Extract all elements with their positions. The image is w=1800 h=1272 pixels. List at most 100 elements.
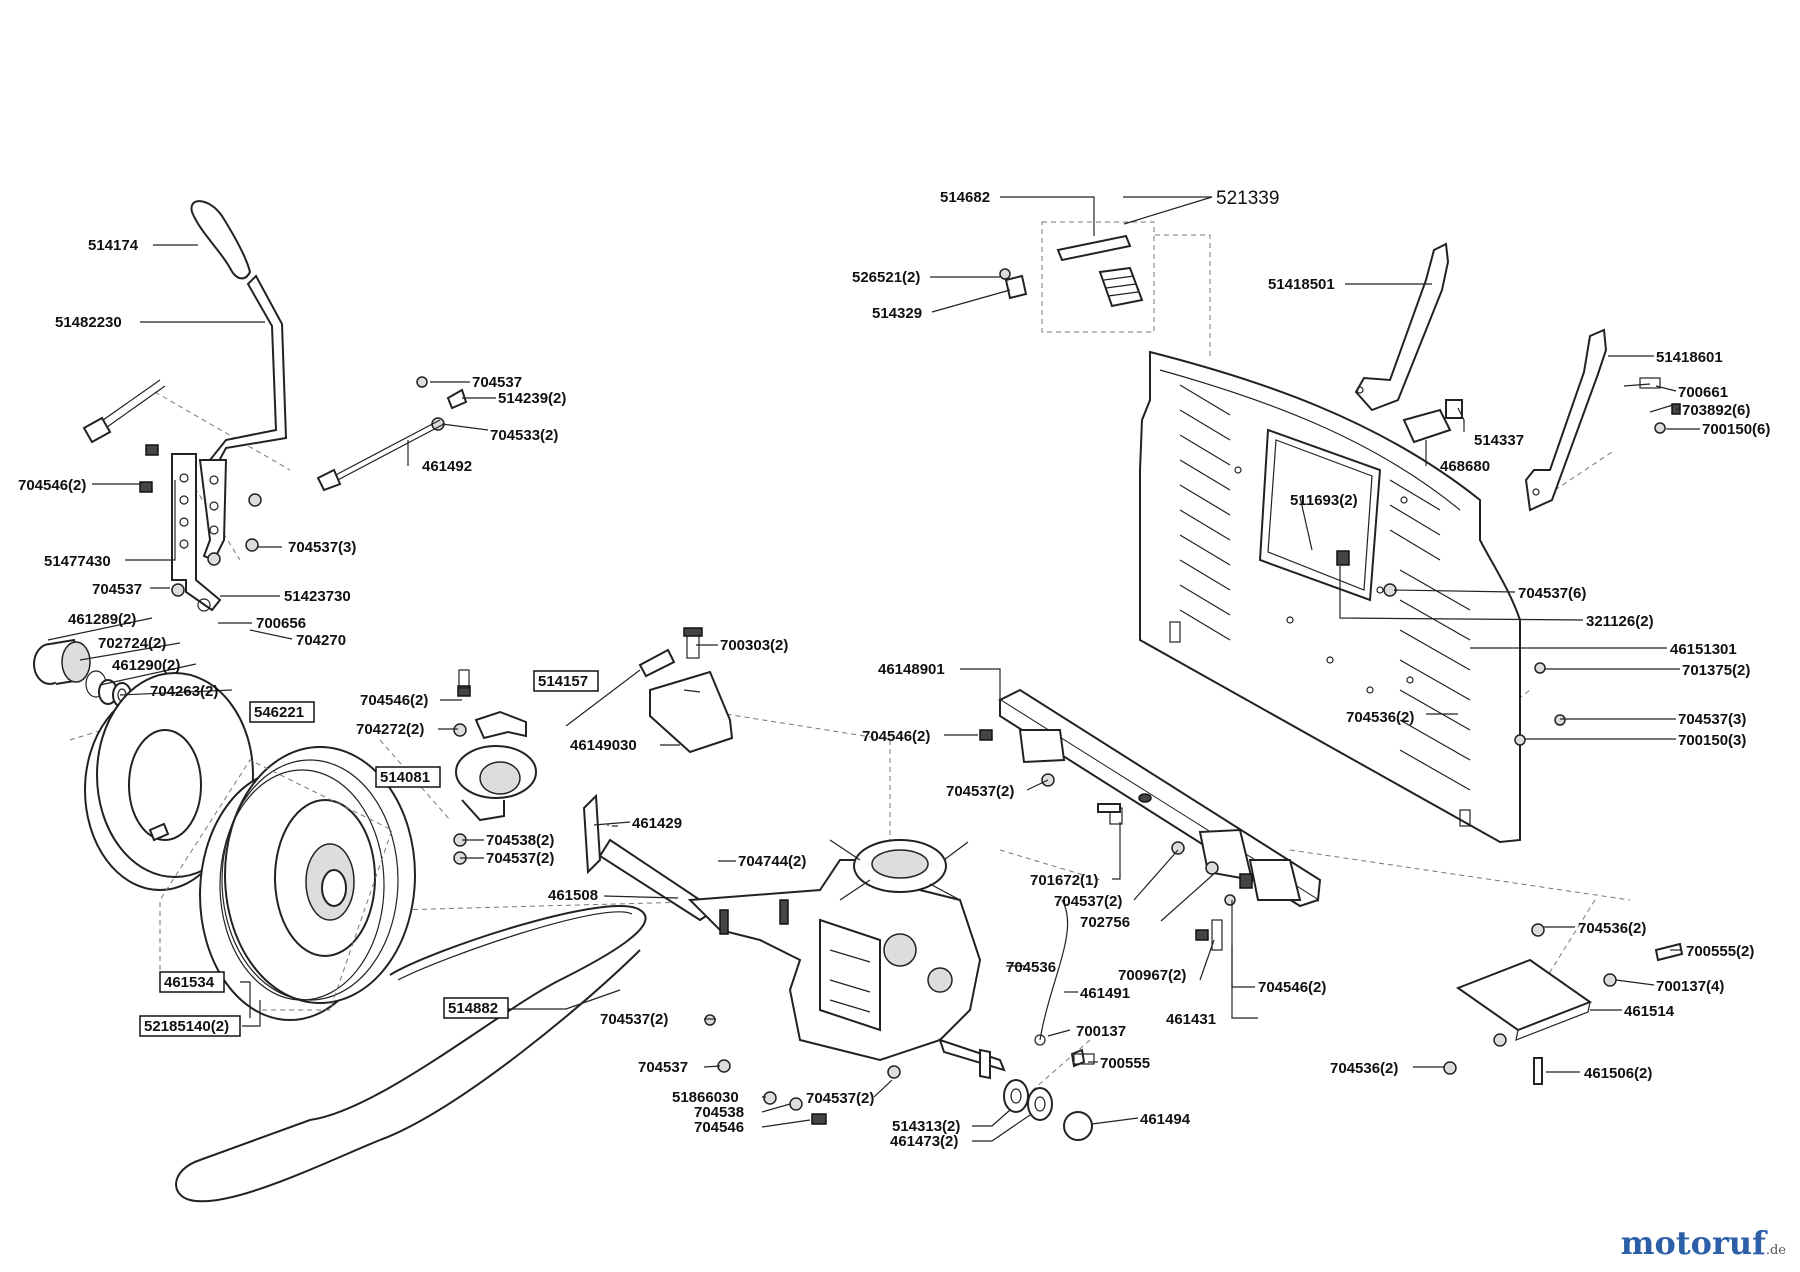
label-704537-top: 704537	[472, 374, 522, 391]
label-514337: 514337	[1474, 432, 1524, 449]
watermark-domain: .de	[1765, 1243, 1786, 1258]
watermark-logo: motoruf.de	[1621, 1224, 1786, 1262]
label-51866030: 51866030	[672, 1089, 739, 1106]
label-461514: 461514	[1624, 1003, 1675, 1020]
label-511693-2: 511693(2)	[1290, 492, 1358, 509]
label-704546-2-b: 704546(2)	[360, 692, 428, 709]
label-700150-6: 700150(6)	[1702, 421, 1770, 438]
label-514174: 514174	[88, 237, 139, 254]
label-521339: 521339	[1216, 188, 1279, 209]
label-700661: 700661	[1678, 384, 1728, 401]
label-700967-2: 700967(2)	[1118, 967, 1186, 984]
svg-text:461534: 461534	[164, 974, 215, 991]
label-704537-2-c: 704537(2)	[1054, 893, 1122, 910]
part-labels: 514174 51482230 704546(2) 51477430 70453…	[18, 188, 1770, 1150]
bottom-plate	[1443, 923, 1684, 1085]
wheel-assembly-outline	[159, 759, 393, 1011]
label-514313-2: 514313(2)	[892, 1118, 960, 1135]
pillow-block	[453, 669, 537, 865]
upright-brackets	[1354, 242, 1608, 512]
label-701375-2: 701375(2)	[1682, 662, 1750, 679]
label-704537-2-a: 704537(2)	[486, 850, 554, 867]
label-461289-2: 461289(2)	[68, 611, 136, 628]
label-700137: 700137	[1076, 1023, 1126, 1040]
label-461492: 461492	[422, 458, 472, 475]
crossbar-hardware	[979, 729, 1253, 951]
label-526521-2: 526521(2)	[852, 269, 920, 286]
label-702724-2: 702724(2)	[98, 635, 166, 652]
svg-text:514081: 514081	[380, 769, 430, 786]
bearing-set	[33, 638, 132, 708]
label-700656: 700656	[256, 615, 306, 632]
boxed-label-514081: 514081	[375, 766, 441, 788]
label-461431: 461431	[1166, 1011, 1216, 1028]
leader-lines	[47, 196, 1700, 1142]
label-701672-1: 701672(1)	[1030, 872, 1098, 889]
shift-rod	[316, 376, 468, 492]
label-700137-4: 700137(4)	[1656, 978, 1724, 995]
label-704272-2: 704272(2)	[356, 721, 424, 738]
boxed-label-514157: 514157	[533, 670, 599, 692]
label-704744-2: 704744(2)	[738, 853, 806, 870]
label-51418601: 51418601	[1656, 349, 1723, 366]
label-51423730: 51423730	[284, 588, 351, 605]
label-704533-2: 704533(2)	[490, 427, 558, 444]
label-468680: 468680	[1440, 458, 1490, 475]
boxed-label-52185140-2: 52185140(2)	[139, 1015, 241, 1037]
label-46148901: 46148901	[878, 661, 945, 678]
svg-text:52185140(2): 52185140(2)	[144, 1018, 229, 1035]
label-51477430: 51477430	[44, 553, 111, 570]
watermark-text: motoruf	[1620, 1224, 1766, 1262]
drive-lever	[82, 200, 288, 612]
label-514682: 514682	[940, 189, 990, 206]
bracket	[565, 627, 734, 754]
label-461290-2: 461290(2)	[112, 657, 180, 674]
label-703892-6: 703892(6)	[1682, 402, 1750, 419]
boxed-labels: 514157 546221 514081 461534 52185140(2) …	[139, 670, 599, 1037]
tire-left	[84, 672, 254, 891]
label-700555: 700555	[1100, 1055, 1150, 1072]
label-704537-6: 704537(6)	[1518, 585, 1586, 602]
label-461506-2: 461506(2)	[1584, 1065, 1652, 1082]
label-461473-2: 461473(2)	[890, 1133, 958, 1150]
label-704538-2: 704538(2)	[486, 832, 554, 849]
svg-text:546221: 546221	[254, 704, 304, 721]
label-461494: 461494	[1140, 1111, 1191, 1128]
label-704537-b: 704537	[638, 1059, 688, 1076]
boxed-label-461534: 461534	[159, 971, 225, 993]
label-704537-2-e: 704537(2)	[806, 1090, 874, 1107]
label-704536-2-a: 704536(2)	[1346, 709, 1414, 726]
label-704537: 704537	[92, 581, 142, 598]
cross-bar	[997, 688, 1322, 908]
label-702756: 702756	[1080, 914, 1130, 931]
label-461491: 461491	[1080, 985, 1130, 1002]
drive-belt	[175, 905, 647, 1203]
label-704537-3: 704537(3)	[288, 539, 356, 556]
lower-shaft-hardware	[704, 899, 1095, 1141]
boxed-label-546221: 546221	[249, 701, 315, 723]
label-704536: 704536	[1006, 959, 1056, 976]
label-704546-2: 704546(2)	[18, 477, 86, 494]
label-51482230: 51482230	[55, 314, 122, 331]
label-704536-2-b: 704536(2)	[1578, 920, 1646, 937]
label-704537-2-d: 704537(2)	[600, 1011, 668, 1028]
label-704263-2: 704263(2)	[150, 683, 218, 700]
label-704537-3-b: 704537(3)	[1678, 711, 1746, 728]
cover-assembly-box	[999, 221, 1155, 333]
label-700303-2: 700303(2)	[720, 637, 788, 654]
svg-text:514882: 514882	[448, 1000, 498, 1017]
label-704546: 704546	[694, 1119, 744, 1136]
boxed-label-514882: 514882	[443, 997, 509, 1019]
label-704538: 704538	[694, 1104, 744, 1121]
label-700150-3: 700150(3)	[1678, 732, 1746, 749]
label-461429: 461429	[632, 815, 682, 832]
label-46151301: 46151301	[1670, 641, 1737, 658]
label-700555-2: 700555(2)	[1686, 943, 1754, 960]
svg-text:514157: 514157	[538, 673, 588, 690]
transaxle	[582, 793, 1006, 1072]
label-46149030: 46149030	[570, 737, 637, 754]
label-514329: 514329	[872, 305, 922, 322]
label-704546-2-c: 704546(2)	[862, 728, 930, 745]
label-704270: 704270	[296, 632, 346, 649]
